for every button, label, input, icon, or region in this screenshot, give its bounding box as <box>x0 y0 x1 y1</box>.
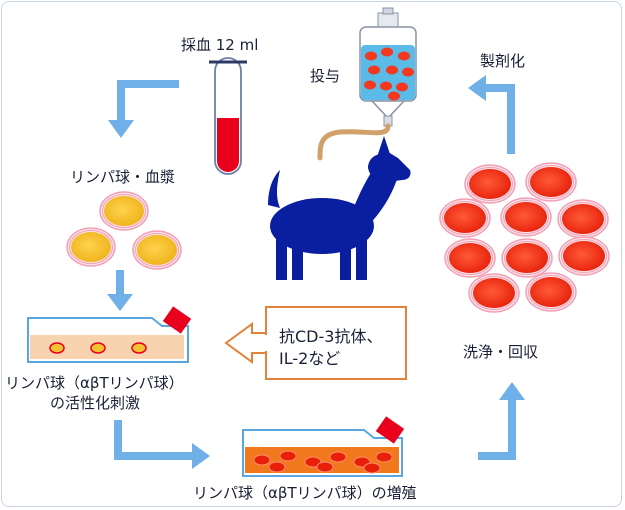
proliferation-cell <box>363 462 381 474</box>
blood-tube <box>209 57 247 175</box>
washed-cell <box>444 238 496 278</box>
flow-arrow-formulation-to-drip <box>468 75 515 154</box>
callout-line2: IL-2など <box>279 349 341 368</box>
bag-cell <box>396 82 408 92</box>
activation-cell <box>131 342 147 354</box>
flow-arrow-blood-to-lymph <box>108 80 179 138</box>
proliferation-cell <box>304 456 322 468</box>
bag-cell <box>368 65 380 75</box>
callout-text: 抗CD-3抗体、 IL-2など <box>279 326 382 370</box>
bag-cell <box>364 80 376 90</box>
flow-arrow-lymph-to-flask <box>107 270 133 311</box>
washed-cell <box>464 164 516 204</box>
washed-cell <box>501 238 553 278</box>
activation-cell <box>49 342 65 354</box>
washed-cell <box>558 236 610 276</box>
callout-line1: 抗CD-3抗体、 <box>279 327 383 346</box>
washed-cell <box>525 162 577 202</box>
flow-arrow-activation-to-proliferation <box>114 420 210 469</box>
iv-bag-cells <box>364 47 414 101</box>
washed-cell <box>439 198 491 238</box>
label-activation-line1: リンパ球（αβTリンパ球） <box>5 374 184 392</box>
label-formulation: 製剤化 <box>480 52 526 70</box>
bag-cell <box>381 47 393 57</box>
lymphocyte-cell <box>66 227 116 267</box>
bag-cell <box>398 51 410 61</box>
proliferation-cell <box>375 451 393 463</box>
label-proliferation: リンパ球（αβTリンパ球）の増殖 <box>193 484 417 502</box>
label-blood-draw: 採血 12 ml <box>181 36 259 54</box>
proliferation-cell <box>329 451 347 463</box>
lymphocyte-cell <box>132 230 182 270</box>
proliferation-cell <box>316 461 334 473</box>
bag-cell <box>402 67 414 77</box>
washed-cell <box>500 197 552 237</box>
proliferation-flask-cells <box>253 450 393 474</box>
bag-cell <box>365 51 377 61</box>
label-activation-line2: の活性化刺激 <box>50 394 141 412</box>
washed-cells <box>439 162 610 313</box>
lymphocyte-cell <box>99 191 149 231</box>
proliferation-cell <box>268 461 286 473</box>
label-administration: 投与 <box>310 67 341 85</box>
activation-cell <box>90 342 106 354</box>
washed-cell <box>468 273 520 313</box>
bag-cell <box>380 81 392 91</box>
label-lymph-plasma: リンパ球・血漿 <box>70 168 176 186</box>
bag-cell <box>388 91 400 101</box>
proliferation-cell <box>279 450 297 462</box>
callout-box <box>224 306 407 380</box>
washed-cell <box>557 199 609 239</box>
lymphocyte-cells <box>66 191 182 270</box>
label-wash-collect: 洗浄・回収 <box>463 343 539 361</box>
activation-flask <box>27 306 192 363</box>
dog-silhouette <box>268 136 411 280</box>
bag-cell <box>386 65 398 75</box>
washed-cell <box>525 272 577 312</box>
proliferation-cell <box>253 454 271 466</box>
flow-arrow-proliferation-to-wash <box>478 382 525 460</box>
activation-flask-cells <box>49 342 147 354</box>
